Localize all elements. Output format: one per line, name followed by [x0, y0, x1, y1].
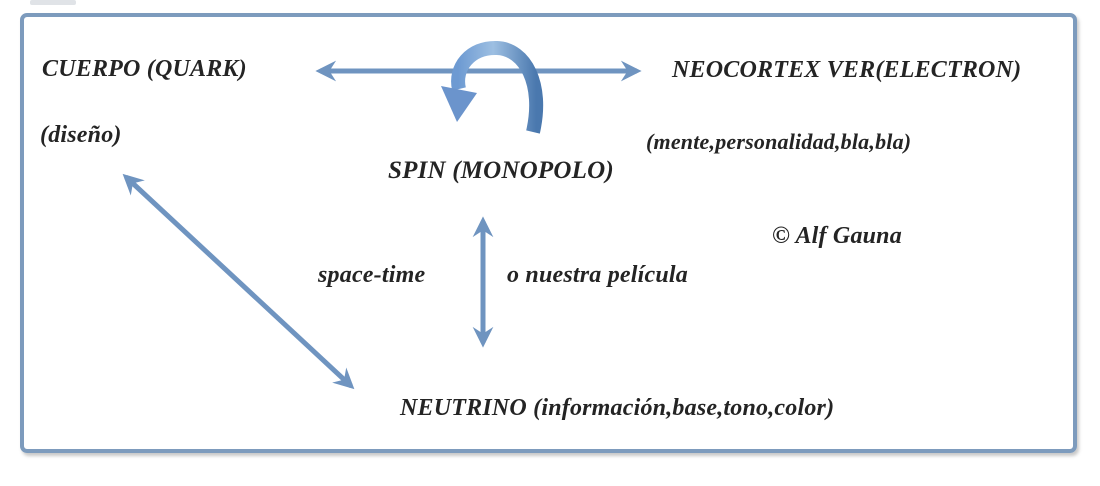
edge-label-space-time: space-time — [318, 262, 426, 288]
credit-text: © Alf Gauna — [772, 223, 902, 249]
node-neocortex-sub: (mente,personalidad,bla,bla) — [646, 129, 912, 154]
node-cuerpo: CUERPO (QUARK) — [42, 56, 247, 82]
spin-loop-icon — [441, 41, 544, 134]
node-neocortex: NEOCORTEX VER(ELECTRON) — [672, 57, 1022, 83]
edge-label-pelicula: o nuestra película — [507, 262, 688, 288]
arrow-diseno-neutrino — [122, 173, 355, 390]
diagram-border-frame — [20, 13, 1077, 453]
node-cuerpo-sub: (diseño) — [40, 122, 122, 148]
node-neutrino: NEUTRINO (información,base,tono,color) — [400, 395, 835, 421]
scan-artifact — [30, 0, 76, 5]
node-spin: SPIN (MONOPOLO) — [388, 157, 614, 184]
